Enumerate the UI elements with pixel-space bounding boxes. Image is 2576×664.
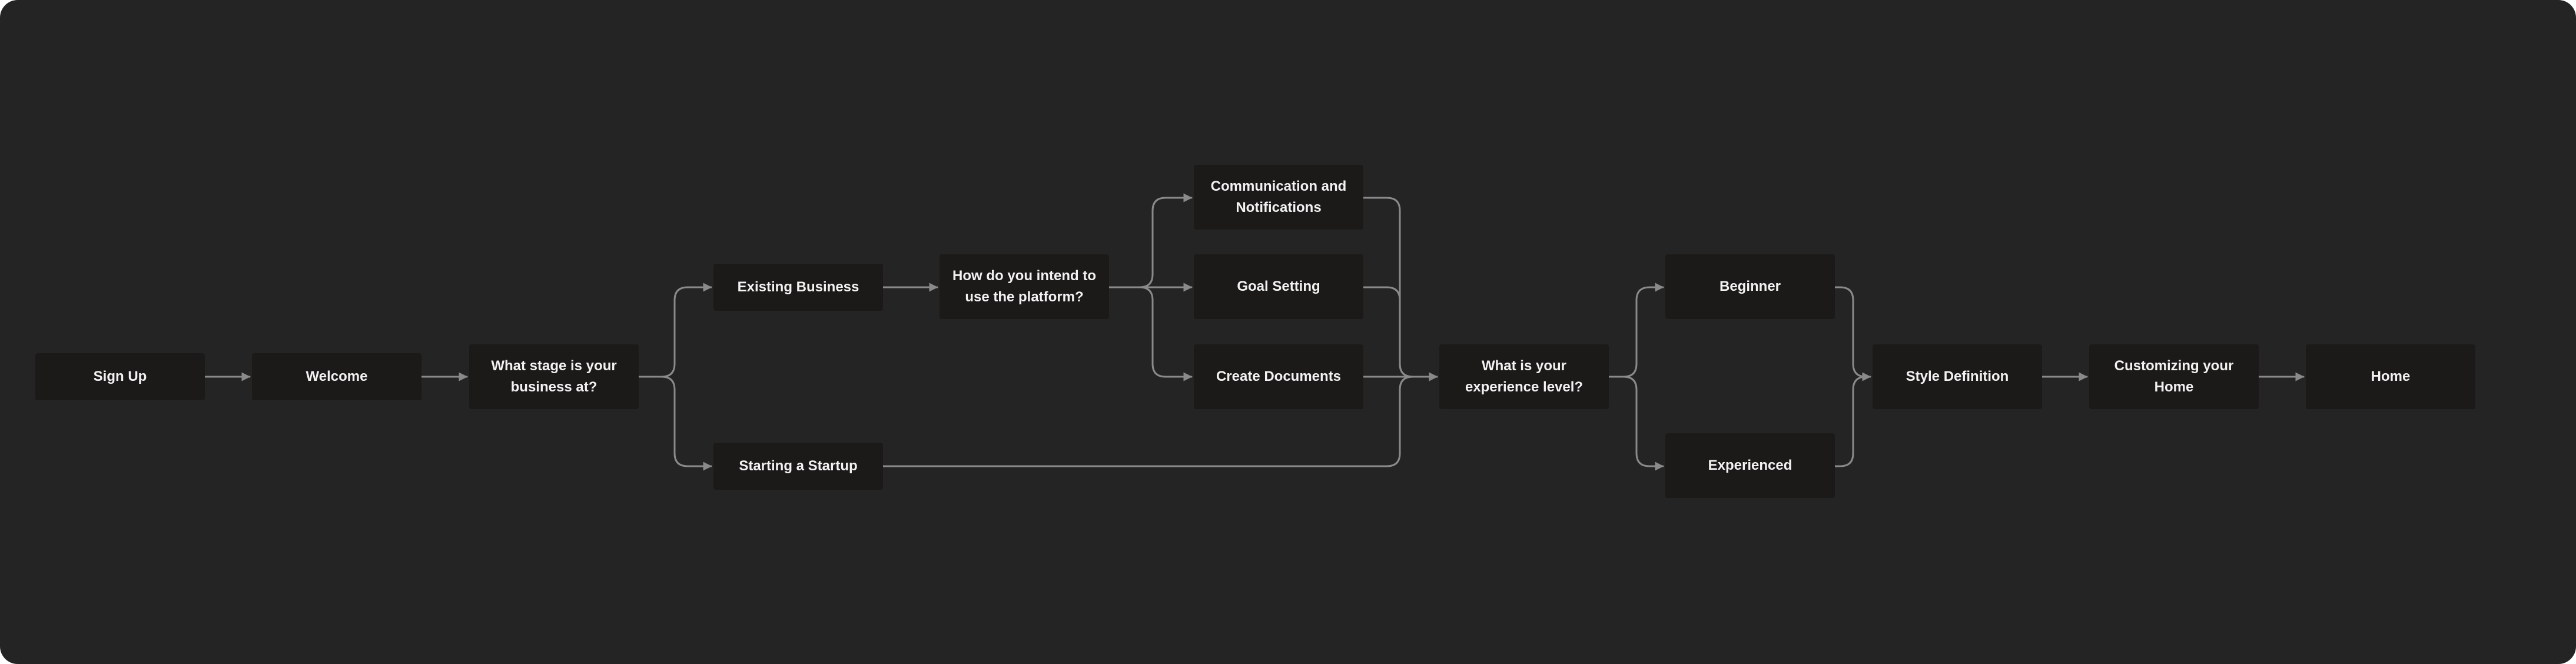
node-customizing-home[interactable]: Customizing your Home: [2089, 344, 2259, 409]
connector-experience-beginner: [1608, 283, 1664, 378]
connector-stage-existing: [638, 283, 712, 378]
node-sign-up-label: Sign Up: [93, 368, 147, 384]
node-style-definition-label: Style Definition: [1906, 368, 2009, 384]
node-welcome-label: Welcome: [306, 368, 368, 384]
node-customizing-home-label: Customizing your Home: [2114, 358, 2234, 395]
node-create-documents-label: Create Documents: [1216, 368, 1342, 384]
node-existing-business-label: Existing Business: [737, 279, 859, 295]
node-experienced-label: Experienced: [1708, 457, 1792, 473]
connector-experience-experienced: [1622, 376, 1664, 471]
node-existing-business[interactable]: Existing Business: [713, 264, 883, 311]
node-create-documents[interactable]: Create Documents: [1194, 344, 1363, 409]
connector-beginner-style: [1834, 286, 1871, 381]
node-starting-startup-label: Starting a Startup: [739, 458, 858, 474]
node-business-stage-question-label: What stage is your business at?: [491, 358, 617, 395]
node-business-stage-question[interactable]: What stage is your business at?: [469, 344, 639, 409]
node-platform-intent-question-label: How do you intend to use the platform?: [952, 268, 1096, 305]
connector-goal-experience: [1362, 286, 1414, 378]
node-sign-up[interactable]: Sign Up: [35, 353, 205, 400]
connector-experienced-style: [1834, 376, 1867, 467]
node-experienced[interactable]: Experienced: [1665, 433, 1835, 498]
node-starting-startup[interactable]: Starting a Startup: [713, 443, 883, 490]
node-goal-setting-label: Goal Setting: [1237, 278, 1320, 294]
connector-intend-documents: [1138, 286, 1193, 381]
node-communication-notifications[interactable]: Communication and Notifications: [1194, 165, 1363, 230]
node-beginner-label: Beginner: [1719, 278, 1781, 294]
node-beginner[interactable]: Beginner: [1665, 254, 1835, 319]
node-goal-setting[interactable]: Goal Setting: [1194, 254, 1363, 319]
node-home[interactable]: Home: [2306, 344, 2475, 409]
node-style-definition[interactable]: Style Definition: [1873, 344, 2042, 409]
connector-stage-startup: [660, 376, 712, 471]
connector-intend-communication: [1108, 193, 1193, 288]
node-home-label: Home: [2371, 368, 2411, 384]
connector-startup-experience: [882, 376, 1414, 467]
node-welcome[interactable]: Welcome: [252, 353, 421, 400]
node-experience-level-question-label: What is your experience level?: [1465, 358, 1584, 395]
node-experience-level-question[interactable]: What is your experience level?: [1439, 344, 1609, 409]
node-platform-intent-question[interactable]: How do you intend to use the platform?: [940, 254, 1109, 319]
node-communication-notifications-label: Communication and Notifications: [1210, 178, 1347, 215]
